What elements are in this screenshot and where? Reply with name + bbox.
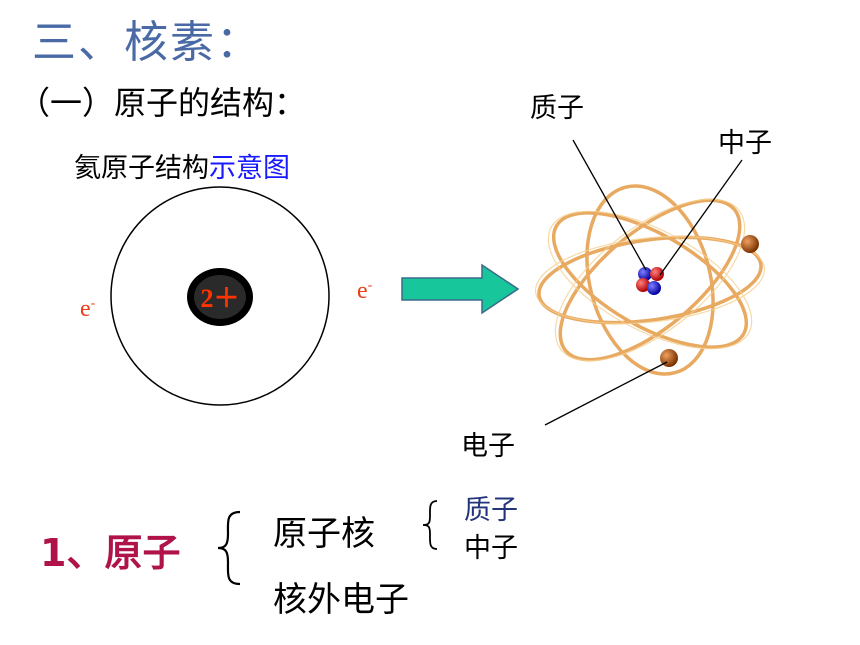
left-brace (217, 510, 241, 586)
nucleus-charge: 2＋ (200, 284, 239, 313)
neutron-label: 中子 (718, 128, 772, 159)
nucleus-label: 原子核 (273, 514, 375, 554)
outer-electrons-label: 核外电子 (273, 580, 409, 620)
caption-text-blue: 示意图 (209, 153, 290, 184)
proton (650, 267, 664, 281)
diagram-caption: 氦原子结构示意图 (74, 146, 290, 185)
electron (741, 235, 759, 253)
right-arrow-icon (401, 263, 520, 315)
proton-sub-label: 质子 (464, 495, 518, 526)
proton-label: 质子 (530, 93, 584, 124)
neutron (647, 281, 661, 295)
neutron (638, 267, 652, 281)
electron-right: e- (357, 278, 373, 304)
electron (660, 349, 678, 367)
atom-heading: 1、原子 (40, 531, 181, 575)
slide-title: 三、核素： (32, 17, 262, 68)
caption-text: 氦原子结构 (74, 153, 209, 184)
atom-model-image (534, 184, 766, 376)
helium-atom-diagram: 2＋ (110, 186, 330, 406)
proton (636, 278, 650, 292)
inner-brace (422, 500, 438, 550)
electron-left: e- (80, 296, 96, 322)
neutron-sub-label: 中子 (464, 533, 518, 564)
section-subtitle: （一）原子的结构： (18, 84, 307, 122)
electron-orbit (110, 186, 330, 406)
electron-label: 电子 (461, 431, 515, 462)
